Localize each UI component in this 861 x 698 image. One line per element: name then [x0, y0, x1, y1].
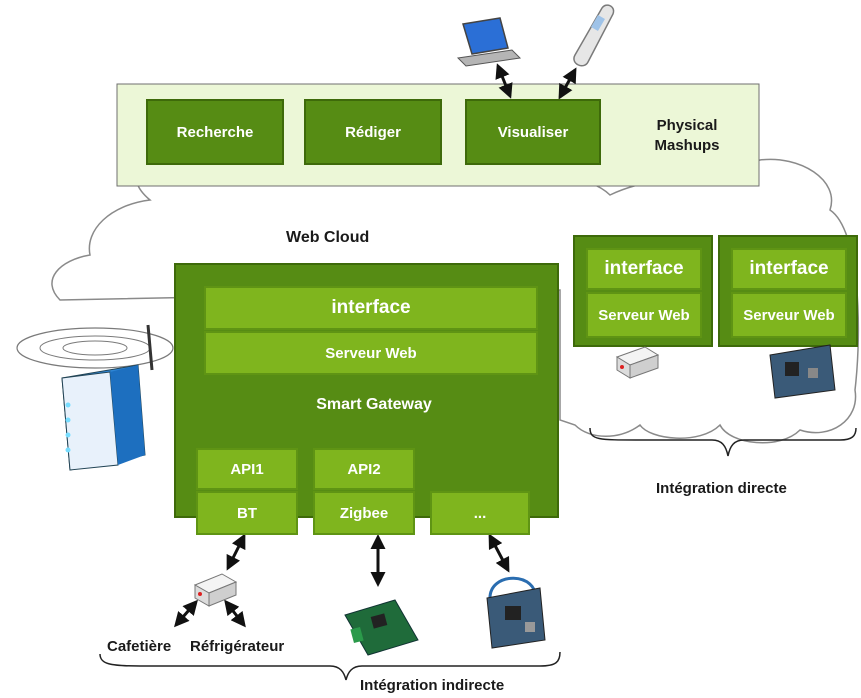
bt-module: BT: [196, 491, 298, 535]
recherche-button[interactable]: Recherche: [146, 99, 284, 165]
sensor-node-icon: [615, 346, 660, 379]
zigbee-board-icon: [344, 599, 419, 656]
physical-mashups-label: Physical Mashups: [642, 116, 732, 156]
cafetiere-arrow: [174, 599, 198, 628]
phone-arrow: [558, 67, 577, 100]
router-icon: [16, 324, 174, 471]
physical-mashups-line2: Mashups: [654, 137, 720, 154]
sensor-board-icon: [486, 576, 546, 649]
direct-1-interface: interface: [586, 248, 702, 290]
zigbee-module: Zigbee: [313, 491, 415, 535]
physical-mashups-line1: Physical: [656, 117, 718, 134]
api2-module: API2: [313, 448, 415, 490]
more-arrow: [488, 533, 510, 573]
cafetiere-label: Cafetière: [107, 638, 172, 655]
direct-2-web-server: Serveur Web: [731, 292, 847, 338]
indirect-integration-label: Intégration indirecte: [360, 677, 505, 694]
api1-module: API1: [196, 448, 298, 490]
laptop-arrow: [495, 63, 513, 99]
direct-1-web-server: Serveur Web: [586, 292, 702, 338]
circuit-board-icon: [769, 344, 836, 399]
rediger-button[interactable]: Rédiger: [304, 99, 442, 165]
laptop-icon: [456, 17, 522, 67]
bt-arrow: [226, 533, 246, 571]
refrigerateur-label: Réfrigérateur: [190, 638, 285, 655]
gateway-web-server: Serveur Web: [204, 331, 538, 375]
smart-gateway-label: Smart Gateway: [316, 396, 432, 413]
bt-node-icon: [193, 573, 238, 607]
direct-integration-label: Intégration directe: [656, 480, 787, 497]
gateway-interface: interface: [204, 286, 538, 330]
direct-2-interface: interface: [731, 248, 847, 290]
indirect-brace: [99, 651, 561, 681]
more-module: ...: [430, 491, 530, 535]
direct-brace: [589, 427, 857, 457]
visualiser-button[interactable]: Visualiser: [465, 99, 601, 165]
web-cloud-label: Web Cloud: [286, 229, 370, 246]
phone-icon: [573, 4, 615, 67]
refrigerateur-arrow: [224, 599, 246, 628]
